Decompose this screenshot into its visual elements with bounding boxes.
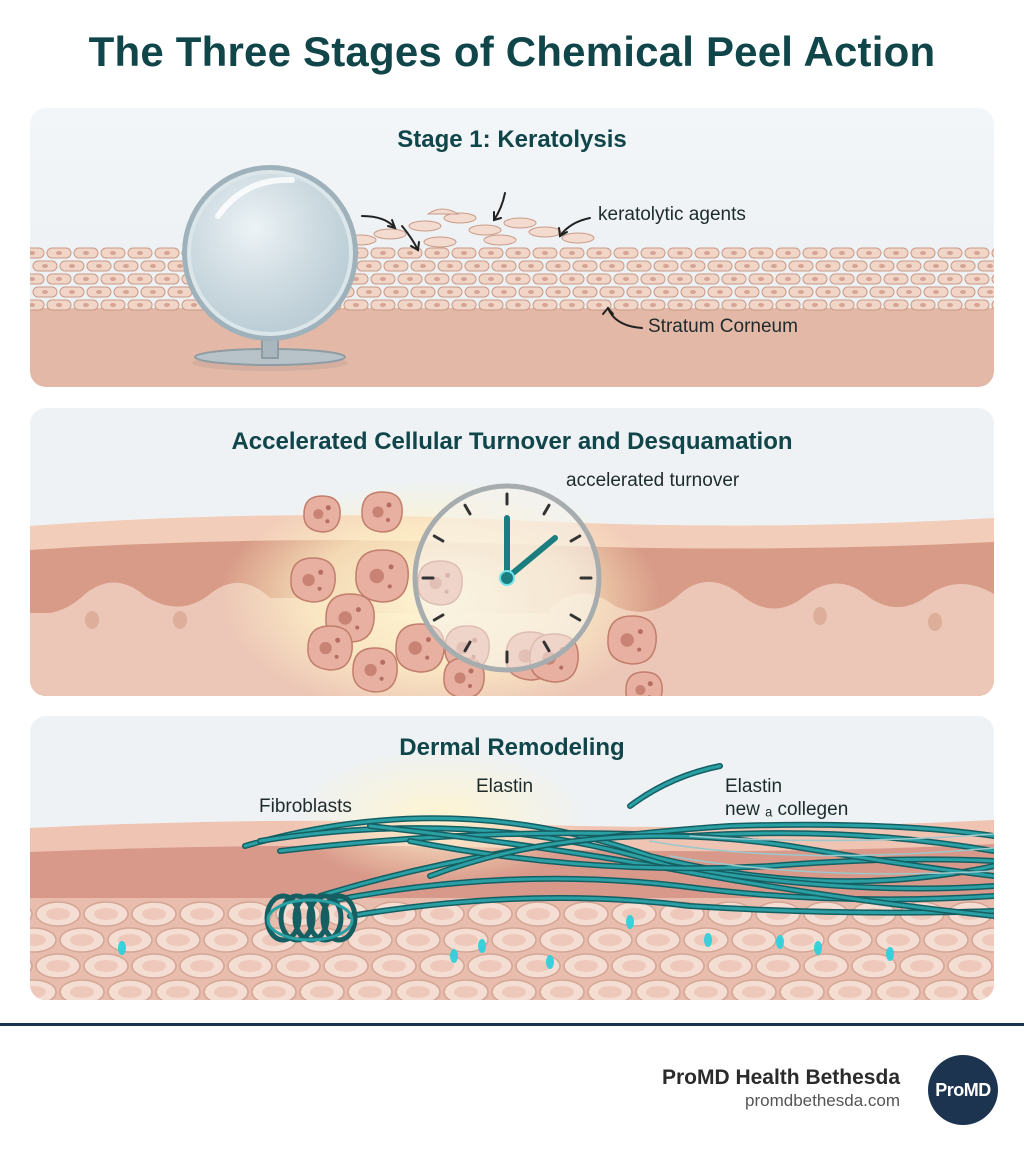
stage-1-panel: Stage 1: Keratolysis keratolytic agents … [30,108,994,387]
stage-2-title: Accelerated Cellular Turnover and Desqua… [30,428,994,456]
brand-url: promdbethesda.com [745,1091,900,1111]
new-collagen-label: new ₐ collegen [725,799,848,821]
fibroblasts-label: Fibroblasts [259,796,352,818]
stratum-corneum-label: Stratum Corneum [648,316,798,338]
keratolytic-agents-label: keratolytic agents [598,204,746,226]
stage-3-title: Dermal Remodeling [30,734,994,762]
elastin-label-right: Elastin [725,776,782,798]
brand-logo: ProMD [928,1055,998,1125]
footer-divider [0,1023,1024,1026]
page-title: The Three Stages of Chemical Peel Action [0,28,1024,76]
elastin-label-left: Elastin [476,776,533,798]
stage-3-panel: Dermal Remodeling Fibroblasts Elastin El… [30,716,994,1000]
stage-1-title: Stage 1: Keratolysis [30,126,994,154]
brand-name: ProMD Health Bethesda [662,1066,900,1090]
stage-2-panel: Accelerated Cellular Turnover and Desqua… [30,408,994,696]
clock-icon [415,486,599,670]
accelerated-turnover-label: accelerated turnover [566,470,739,492]
